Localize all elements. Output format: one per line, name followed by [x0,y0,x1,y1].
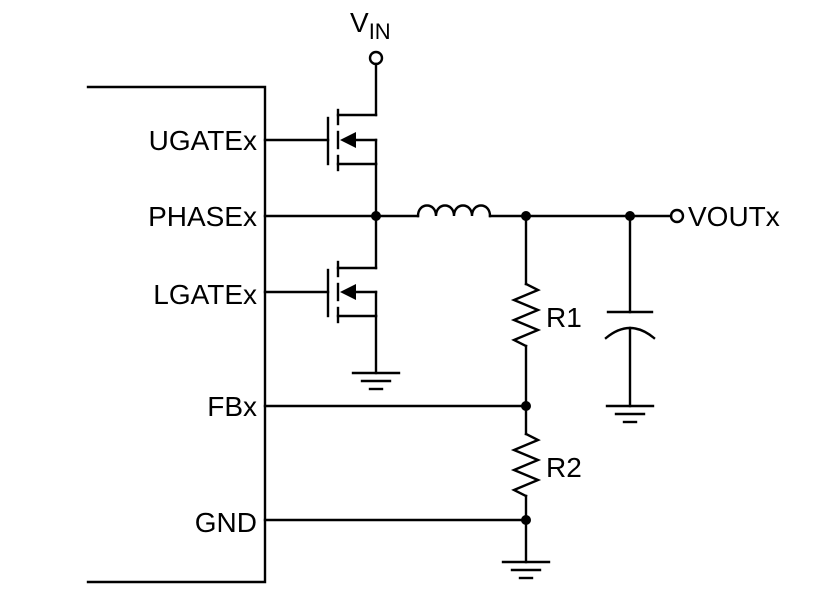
vin-terminal [368,50,384,66]
gnd-junction-dot [521,515,531,525]
r1-label: R1 [546,302,582,333]
ground-symbol-ls [351,371,401,391]
pin-label-fb: FBx [207,391,257,422]
hs-body-arrow [340,132,356,148]
vin-label-main: V [350,7,369,38]
pin-label-gnd: GND [195,507,257,538]
ground-symbol-r2 [501,560,551,580]
resistor-r2 [510,432,542,498]
resistor-r1 [510,282,542,348]
pin-label-lgate: LGATEx [153,279,257,310]
vin-label: VIN [350,7,391,44]
ls-body-arrow [340,284,356,300]
output-inductor [416,204,492,218]
high-side-mosfet [263,108,378,172]
vin-label-subscript: IN [369,19,391,44]
vout-label: VOUTx [688,201,780,232]
low-side-mosfet [263,260,378,324]
r2-label: R2 [546,452,582,483]
vout-terminal [669,208,685,224]
pin-label-phase: PHASEx [148,201,257,232]
ground-symbol-cap [605,404,655,424]
ic-body-outline [86,85,267,584]
pin-label-ugate: UGATEx [149,125,257,156]
